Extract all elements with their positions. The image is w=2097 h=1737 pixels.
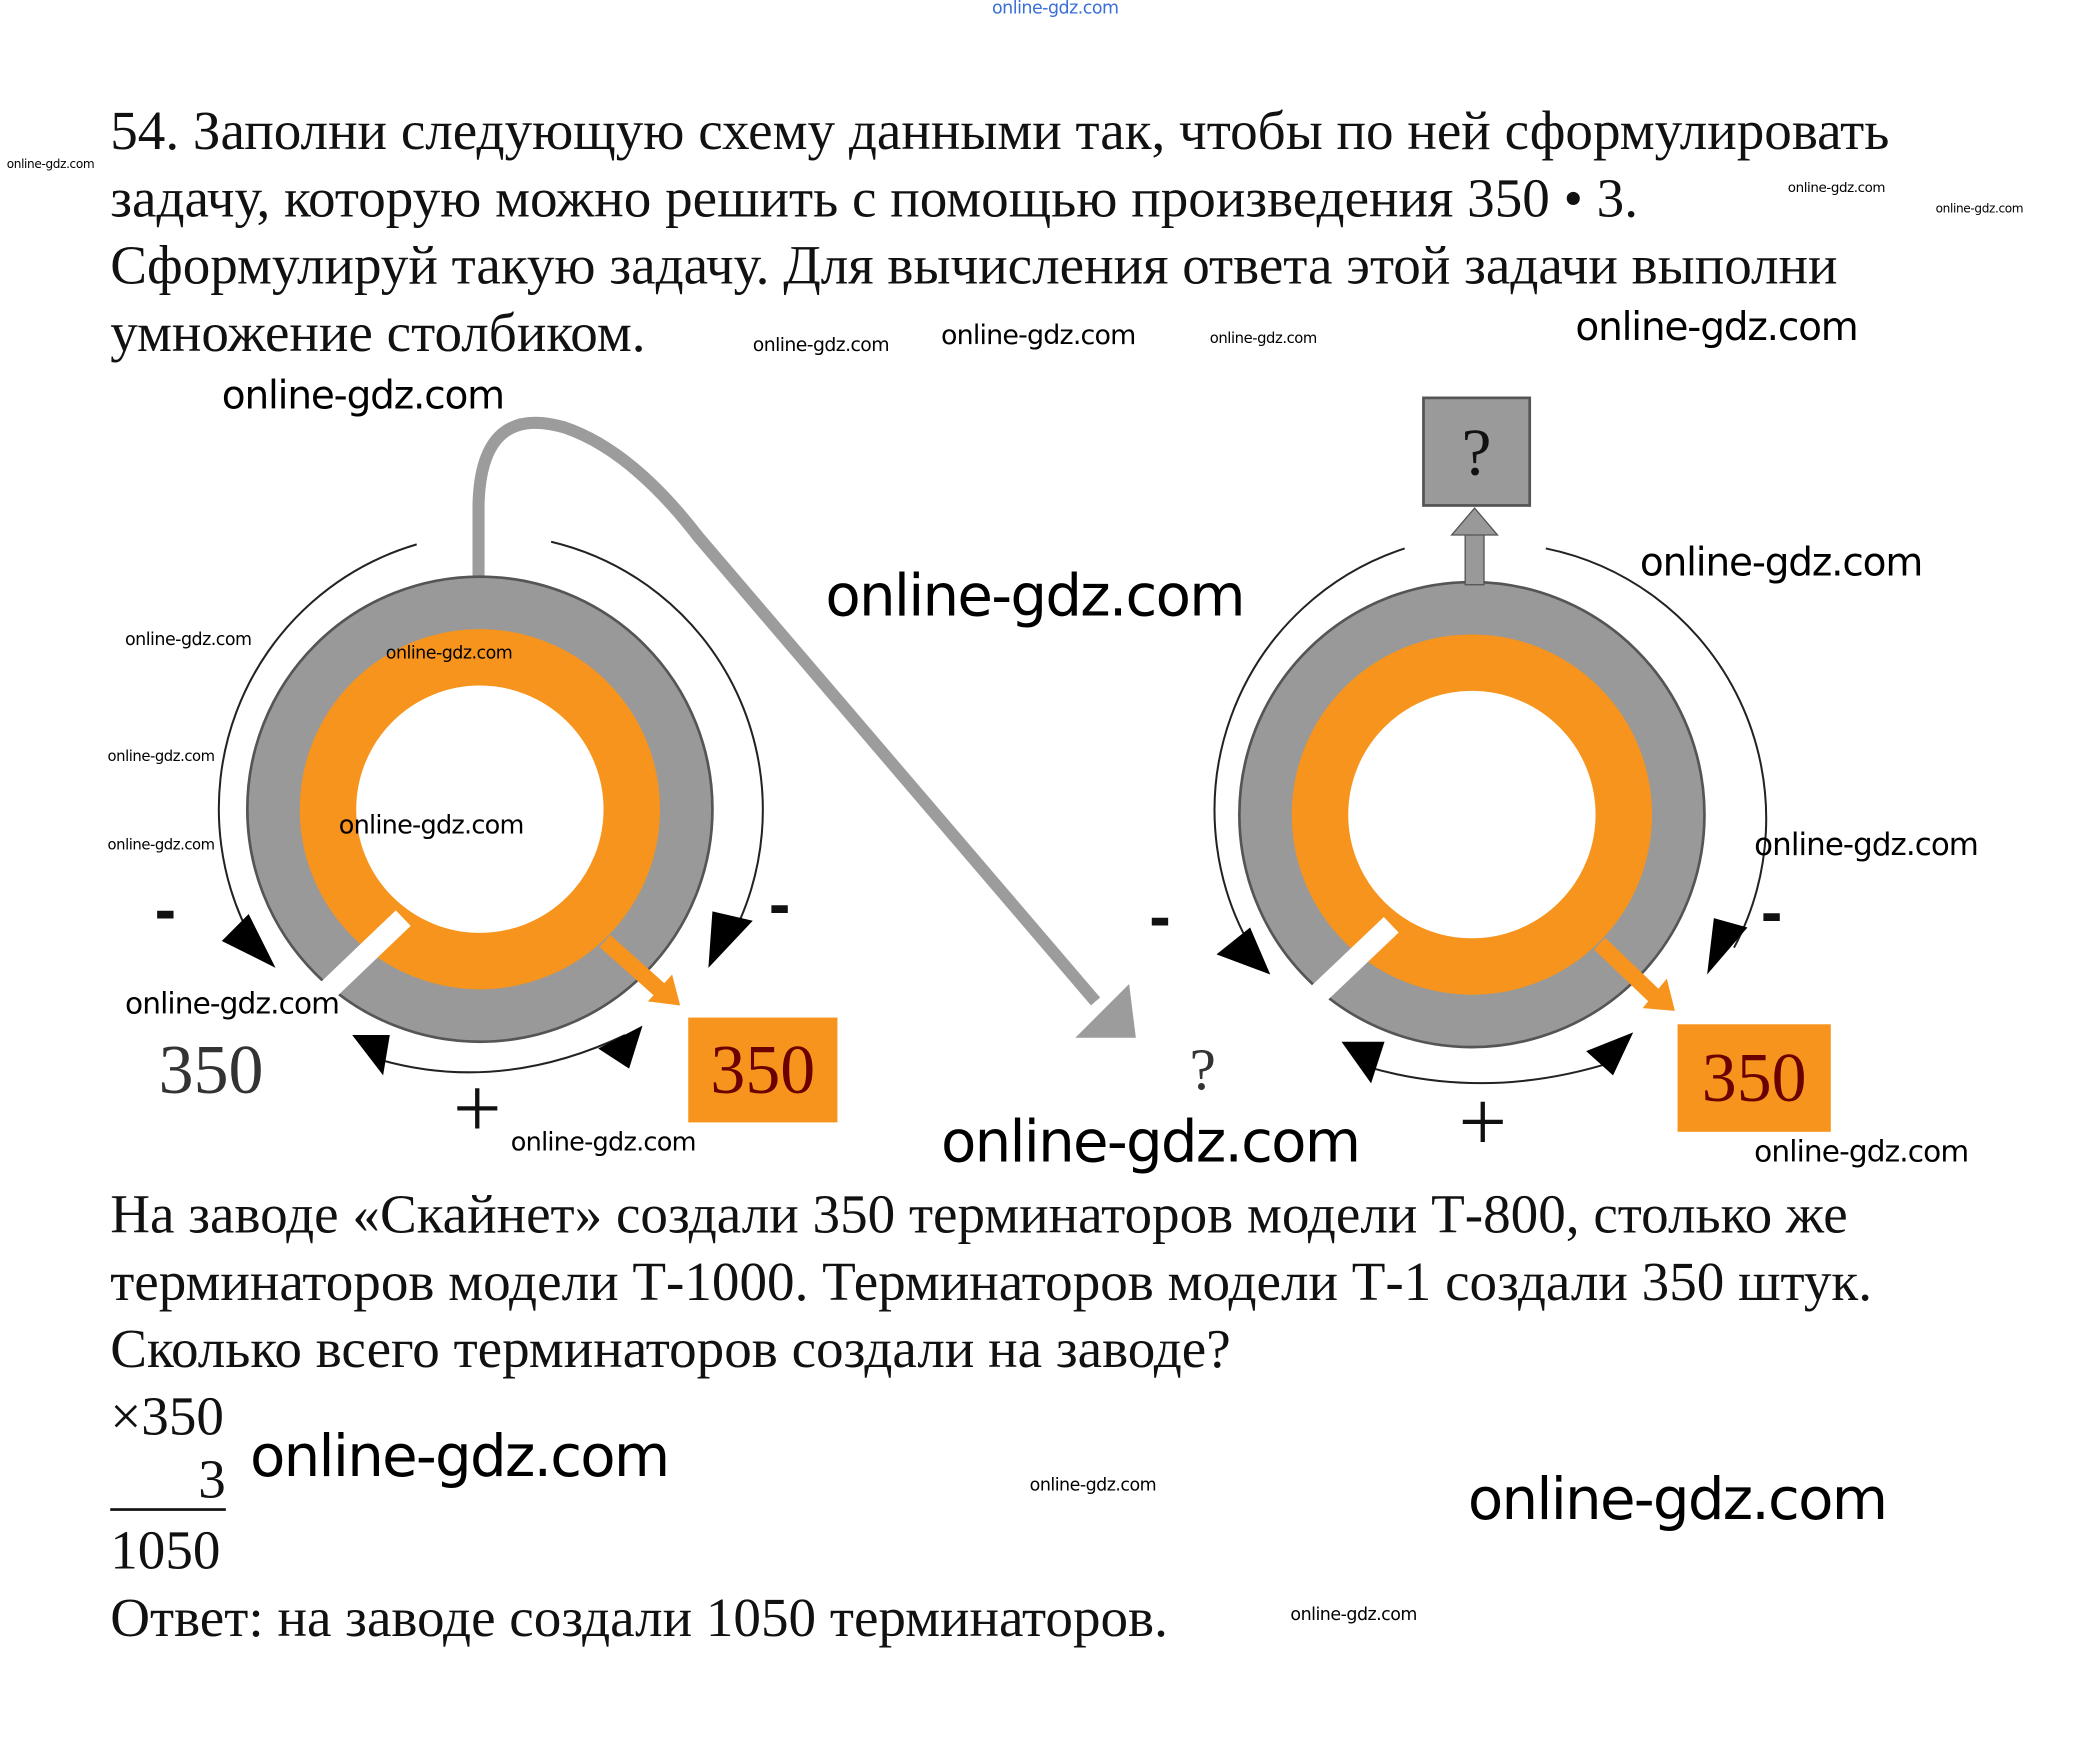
watermark: online-gdz.com <box>752 334 890 357</box>
right-minus-left: - <box>1149 881 1171 954</box>
watermark: online-gdz.com <box>1754 1135 1969 1170</box>
problem-line: Сколько всего терминаторов создали на за… <box>110 1317 1231 1380</box>
task-line: Сформулируй такую задачу. Для вычисления… <box>110 233 1838 296</box>
right-unknown-value: ? <box>1189 1036 1216 1103</box>
watermark: online-gdz.com <box>825 563 1245 631</box>
connector-arrowhead <box>1075 983 1136 1038</box>
left-given-value: 350 <box>158 1032 264 1109</box>
watermark: online-gdz.com <box>992 0 1119 19</box>
watermark: online-gdz.com <box>385 643 513 665</box>
watermark: online-gdz.com <box>6 158 95 173</box>
connector-arrow <box>472 416 1101 1006</box>
watermark: online-gdz.com <box>338 810 525 841</box>
right-ring <box>1213 507 1768 1085</box>
watermark: online-gdz.com <box>125 630 252 651</box>
watermark: online-gdz.com <box>1029 1475 1157 1497</box>
right-top-box: ? <box>1422 396 1532 507</box>
watermark: online-gdz.com <box>1467 1466 1888 1534</box>
watermark: online-gdz.com <box>107 747 215 765</box>
watermark: online-gdz.com <box>1209 329 1317 347</box>
product: 1050 <box>110 1518 221 1581</box>
watermark: online-gdz.com <box>125 987 340 1022</box>
task-line: 54. Заполни следующую схему данными так,… <box>110 99 1890 162</box>
watermark: online-gdz.com <box>1935 202 2024 217</box>
problem-line: терминаторов модели Т-1000. Терминаторов… <box>110 1250 1872 1312</box>
watermark: online-gdz.com <box>510 1127 697 1158</box>
watermark: online-gdz.com <box>250 1423 670 1491</box>
right-result-box: 350 <box>1677 1024 1831 1132</box>
right-plus: + <box>1458 1074 1507 1170</box>
watermark: online-gdz.com <box>1290 1604 1417 1626</box>
watermark: online-gdz.com <box>1754 828 1979 863</box>
watermark: online-gdz.com <box>107 836 215 854</box>
left-result-box: 350 <box>688 1017 838 1123</box>
answer: Ответ: на заводе создали 1050 терминатор… <box>110 1586 1168 1648</box>
multiplicand: ×350 <box>110 1384 224 1447</box>
left-minus-left: - <box>154 875 177 947</box>
left-plus: + <box>452 1060 502 1157</box>
watermark: online-gdz.com <box>940 318 1136 351</box>
watermark: online-gdz.com <box>1639 539 1923 585</box>
watermark: online-gdz.com <box>221 372 505 419</box>
right-minus-right: - <box>1760 877 1783 950</box>
watermark: online-gdz.com <box>1787 181 1886 197</box>
watermark: online-gdz.com <box>1575 303 1858 350</box>
watermark: online-gdz.com <box>940 1108 1361 1177</box>
multiplier: 3 <box>110 1449 226 1511</box>
left-minus-right: - <box>768 869 791 941</box>
task-line: задачу, которую можно решить с помощью п… <box>110 166 1639 229</box>
task-line: умножение столбиком. <box>110 301 646 363</box>
left-ring <box>217 540 764 1076</box>
problem-line: На заводе «Скайнет» создали 350 терминат… <box>110 1182 1848 1245</box>
